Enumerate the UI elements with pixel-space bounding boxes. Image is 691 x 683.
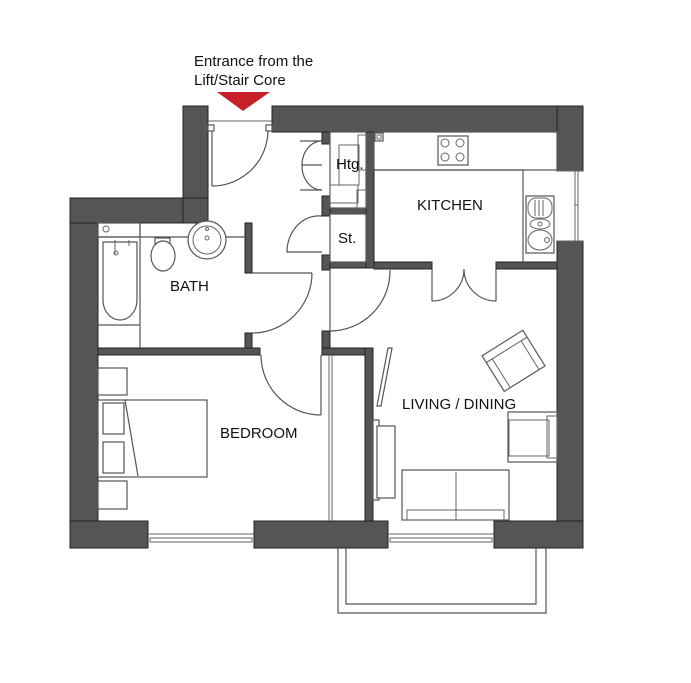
room-label-store: St. xyxy=(338,230,356,247)
balcony xyxy=(337,548,547,614)
sink-icon xyxy=(525,195,555,254)
room-label-kitchen: KITCHEN xyxy=(417,197,483,214)
room-label-bath: BATH xyxy=(170,278,209,295)
heating-cupboard-doors xyxy=(300,140,323,191)
bedroom-door xyxy=(260,354,322,416)
living-window xyxy=(388,533,494,543)
entrance-note-line1: Entrance from the xyxy=(194,53,314,70)
bedside-table-bottom-icon xyxy=(97,480,128,510)
room-label-bedroom: BEDROOM xyxy=(220,425,298,442)
washbasin-icon xyxy=(187,220,227,260)
heating-cupboard xyxy=(329,131,367,209)
store-door xyxy=(286,215,323,253)
bath-fixtures xyxy=(97,222,245,348)
hob-icon xyxy=(437,135,469,166)
sofa-icon xyxy=(401,469,510,521)
bath-door xyxy=(251,272,313,334)
bed-icon xyxy=(97,399,208,478)
room-label-heating: Htg. xyxy=(336,156,364,173)
bedside-table-top-icon xyxy=(97,367,128,396)
tv-unit-icon xyxy=(376,347,393,407)
entrance-door xyxy=(207,120,273,187)
bathtub-icon xyxy=(102,240,138,321)
entrance-arrow-icon xyxy=(217,92,270,111)
kitchen-window xyxy=(557,170,583,242)
entrance-note: Entrance from the Lift/Stair Core xyxy=(194,52,313,90)
entrance-note-line2: Lift/Stair Core xyxy=(194,72,286,89)
wardrobe xyxy=(328,355,333,521)
toilet-icon xyxy=(150,237,176,272)
sideboard-icon xyxy=(372,419,396,501)
bedroom-window xyxy=(148,533,254,543)
walls xyxy=(69,105,584,549)
armchair-angled-icon xyxy=(481,329,546,393)
living-door xyxy=(329,269,391,332)
kitchen-double-doors xyxy=(431,268,497,302)
room-label-living: LIVING / DINING xyxy=(402,396,516,413)
armchair-right-icon xyxy=(507,411,558,463)
